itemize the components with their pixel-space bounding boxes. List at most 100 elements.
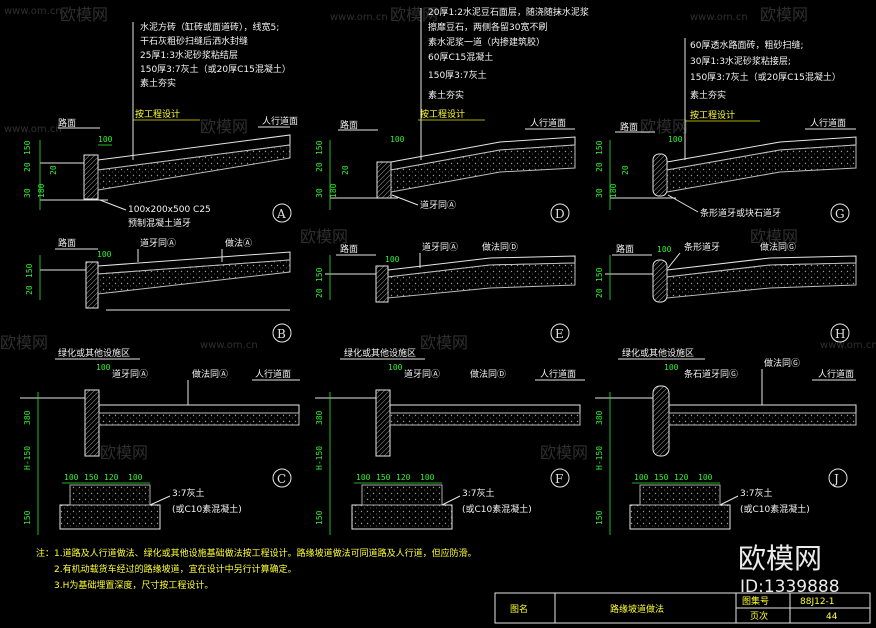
section-b: 路面 道牙同Ⓐ 做法Ⓐ 100 150 20 B: [25, 237, 292, 343]
svg-text:100: 100: [657, 245, 672, 254]
watermark-brand: 欧模网: [200, 117, 248, 136]
layer-notes-d: 20厚1:2水泥豆石面层，随浇随抹水泥浆 擦靡豆石，两侧各留30宽不刷 素水泥浆…: [420, 6, 589, 160]
base-layer: [97, 144, 291, 191]
sidewalk-label: 人行道面: [540, 368, 576, 380]
curb: [652, 153, 668, 197]
svg-text:30厚1:3水泥砂浆粘接层;: 30厚1:3水泥砂浆粘接层;: [690, 55, 791, 67]
footing: [59, 504, 161, 530]
section-d: 20厚1:2水泥豆石面层，随浇随抹水泥浆 擦靡豆石，两侧各留30宽不刷 素水泥浆…: [315, 6, 589, 223]
dim-lines: [39, 140, 112, 210]
curb: [375, 389, 391, 457]
section-label-b: B: [277, 327, 286, 341]
svg-text:20: 20: [595, 288, 604, 298]
footing-base: [69, 484, 151, 506]
curb-ref: 道牙同Ⓐ: [112, 368, 148, 380]
svg-text:水泥方砖（缸砖或面道砖），线宽5;: 水泥方砖（缸砖或面道砖），线宽5;: [140, 21, 279, 33]
watermark-brand: 欧模网: [0, 333, 48, 352]
curb-ref: 道牙同Ⓐ: [404, 368, 440, 380]
base-layer: [666, 144, 857, 193]
method-ref: 做法Ⓐ: [225, 237, 252, 249]
design-note: 按工程设计: [420, 108, 465, 120]
svg-text:20: 20: [621, 165, 630, 175]
watermark-site: www.om.cn: [200, 340, 258, 351]
code-label: 图集号: [742, 595, 769, 607]
note-3: 3.H为基础埋置深度，尺寸按工程设计。: [54, 579, 213, 591]
watermark-site: www.om.cn: [690, 12, 748, 23]
svg-text:150: 150: [23, 510, 32, 525]
svg-text:100: 100: [634, 473, 649, 482]
brand-logo: 欧模网: [738, 542, 822, 575]
svg-text:150厚3:7灰土（或20厚C15混凝土）: 150厚3:7灰土（或20厚C15混凝土）: [140, 63, 291, 75]
curb: [83, 154, 99, 200]
curb: [375, 265, 389, 303]
curb-ref: 条石道牙同Ⓖ: [684, 368, 738, 380]
svg-text:30: 30: [595, 188, 604, 198]
design-note: 按工程设计: [690, 109, 735, 121]
watermark-brand: 欧模网: [420, 333, 468, 352]
brand-watermark: 欧模网 ID:1339888: [738, 542, 840, 597]
svg-text:30: 30: [23, 188, 32, 198]
base-layer: [98, 412, 300, 426]
curb: [652, 259, 668, 303]
svg-text:25厚1:3水泥砂浆粘结层: 25厚1:3水泥砂浆粘结层: [140, 49, 238, 61]
method-ref: 做法同Ⓖ: [760, 241, 796, 253]
svg-text:150: 150: [315, 510, 324, 525]
section-a: 水泥方砖（缸砖或面道砖），线宽5; 干石灰粗砂扫缝后洒水封缝 25厚1:3水泥砂…: [23, 21, 298, 229]
svg-text:150: 150: [595, 140, 604, 155]
watermark-site: www.om.cn: [4, 6, 62, 17]
watermark-site: www.om.cn: [4, 124, 62, 135]
curb-note: 100x200x500 C25: [128, 205, 211, 215]
method-ref: 做法同Ⓓ: [470, 368, 506, 380]
page-number: 44: [826, 612, 838, 622]
svg-text:120: 120: [104, 473, 119, 482]
sidewalk-label: 人行道面: [818, 368, 854, 380]
road-label: 路面: [58, 237, 76, 249]
svg-text:150: 150: [376, 473, 391, 482]
layer-notes-g: 60厚透水路面砖，粗砂扫缝; 30厚1:3水泥砂浆粘接层; 150厚3:7灰土（…: [684, 38, 841, 160]
svg-text:素土夯实: 素土夯实: [690, 89, 726, 101]
title-label: 图名: [510, 603, 528, 615]
zone-label: 绿化或其他设施区: [344, 347, 416, 359]
curb: [85, 261, 99, 309]
svg-text:100: 100: [390, 135, 405, 144]
section-h: 路面 条形道牙 做法同Ⓖ 100 150 20 H: [595, 241, 857, 343]
svg-text:20厚1:2水泥豆石面层，随浇随抹水泥浆: 20厚1:2水泥豆石面层，随浇随抹水泥浆: [428, 6, 589, 18]
watermark-site: www.om.cn: [820, 340, 876, 351]
svg-text:150: 150: [315, 267, 324, 282]
base-layer: [97, 259, 291, 295]
watermark-brand: 欧模网: [640, 117, 688, 136]
base-layer: [389, 412, 581, 426]
base-note: 3:7灰土: [462, 487, 495, 499]
svg-text:380: 380: [595, 410, 604, 425]
svg-text:100: 100: [388, 363, 403, 372]
section-label-g: G: [835, 207, 845, 221]
watermark-layer: www.om.cn 欧模网 www.om.cn 欧模网 www.om.cn 欧模…: [0, 5, 876, 462]
base-layer: [390, 144, 576, 193]
svg-text:150: 150: [84, 473, 99, 482]
svg-text:380: 380: [315, 410, 324, 425]
page-label: 页次: [750, 610, 768, 622]
section-label-h: H: [835, 327, 845, 341]
curb: [652, 385, 670, 457]
svg-text:150: 150: [654, 473, 669, 482]
design-note: 按工程设计: [135, 108, 180, 120]
svg-text:180: 180: [37, 183, 46, 198]
section-g: 60厚透水路面砖，粗砂扫缝; 30厚1:3水泥砂浆粘接层; 150厚3:7灰土（…: [595, 38, 857, 223]
svg-text:20: 20: [49, 165, 58, 175]
drawing-title: 路缘坡道做法: [610, 603, 664, 615]
base-note: 3:7灰土: [740, 487, 773, 499]
watermark-brand: 欧模网: [100, 443, 148, 462]
section-label-f: F: [555, 472, 563, 486]
svg-text:素水泥浆一道（内掺建筑胶）: 素水泥浆一道（内掺建筑胶）: [428, 36, 545, 48]
svg-text:H-150: H-150: [315, 446, 324, 470]
curb-note-2: 预制混凝土道牙: [128, 217, 191, 229]
base-note-2: (或C10素混凝土): [172, 503, 242, 515]
svg-text:60厚C15混凝土: 60厚C15混凝土: [428, 51, 493, 63]
sidewalk-label: 人行道面: [255, 368, 291, 380]
section-e: 路面 道牙同Ⓐ 做法同Ⓓ 100 150 20 E: [315, 241, 576, 343]
road-label: 路面: [58, 117, 76, 129]
svg-text:150: 150: [595, 510, 604, 525]
watermark-brand: 欧模网: [540, 443, 588, 462]
watermark-site: www.om.cn: [330, 12, 388, 23]
sidewalk-label: 人行道面: [530, 117, 566, 129]
